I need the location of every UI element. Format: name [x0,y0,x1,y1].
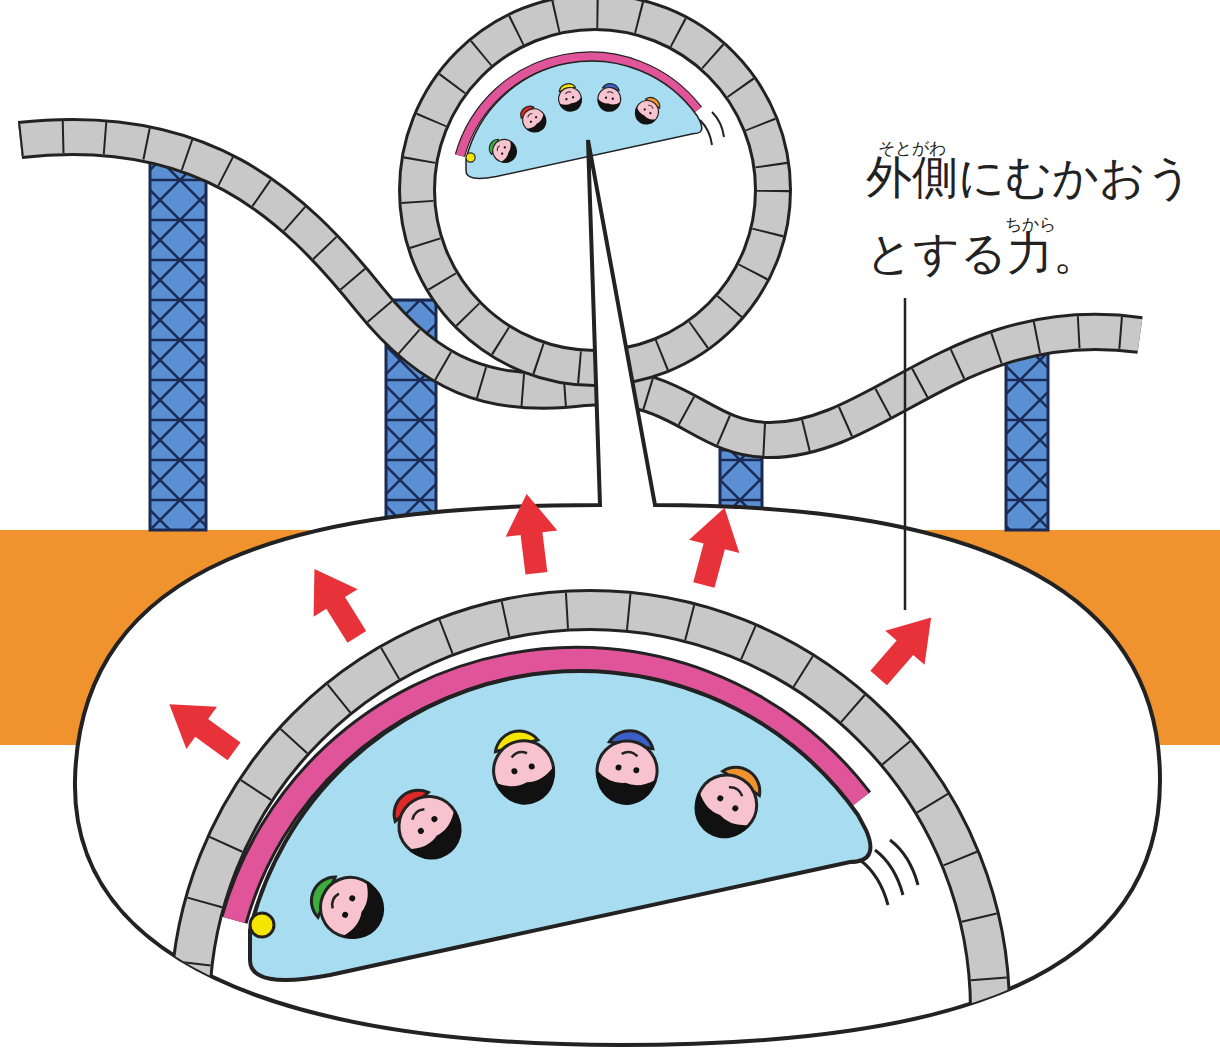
force-arrow [501,491,562,577]
force-arrow [679,501,750,592]
furigana: ちから [1005,215,1056,234]
force-arrow [292,555,378,650]
force-arrow [859,600,951,694]
force-arrow [154,683,249,772]
